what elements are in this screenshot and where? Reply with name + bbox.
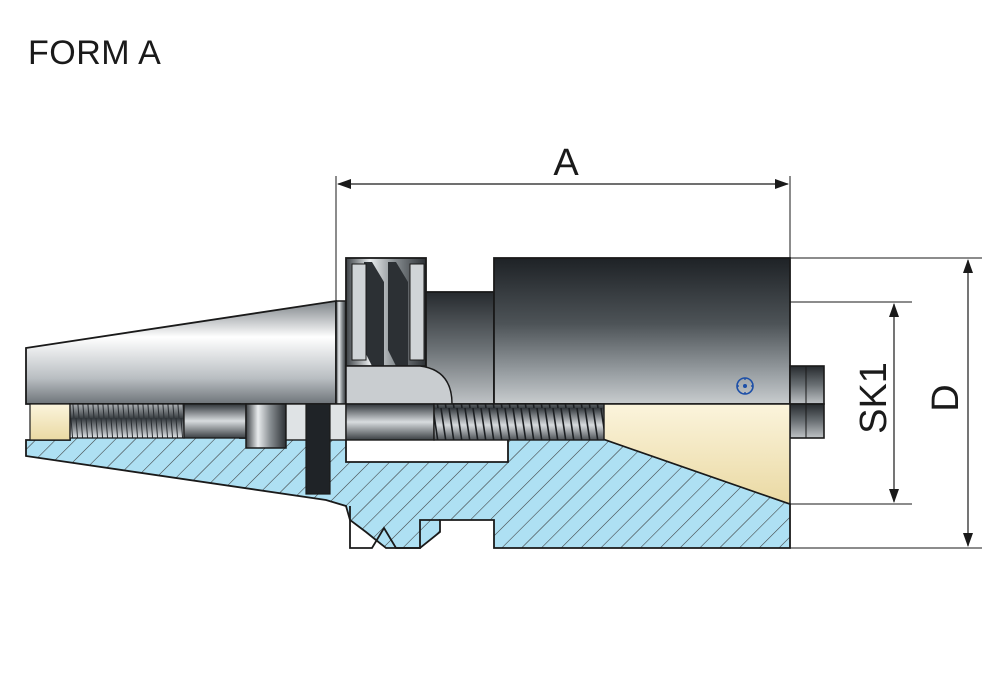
dimension-d: D	[790, 257, 982, 549]
set-screw	[305, 403, 331, 495]
dimension-sk1-label: SK1	[853, 362, 895, 434]
dimension-d-label: D	[925, 384, 967, 411]
balance-mark-icon	[736, 377, 754, 395]
tool-holder-exterior	[25, 257, 825, 439]
dimension-a: A	[335, 142, 791, 300]
form-title: FORM A	[28, 34, 162, 72]
draw-screw-thread	[433, 403, 605, 441]
tool-holder-section	[25, 403, 791, 549]
v-flange	[345, 257, 427, 405]
dimension-a-label: A	[553, 142, 579, 184]
taper-collar	[335, 300, 347, 405]
taper-bore	[29, 403, 71, 441]
adjust-screw-head	[245, 403, 287, 449]
pull-stud-thread	[69, 403, 185, 439]
drive-nut	[789, 365, 825, 439]
pull-stud-shank	[183, 403, 247, 439]
dimension-sk1: SK1	[790, 301, 912, 505]
taper-shank	[25, 299, 337, 405]
draw-screw-shank	[345, 403, 435, 441]
flange-shoulder	[345, 365, 453, 405]
holder-body	[493, 257, 791, 405]
